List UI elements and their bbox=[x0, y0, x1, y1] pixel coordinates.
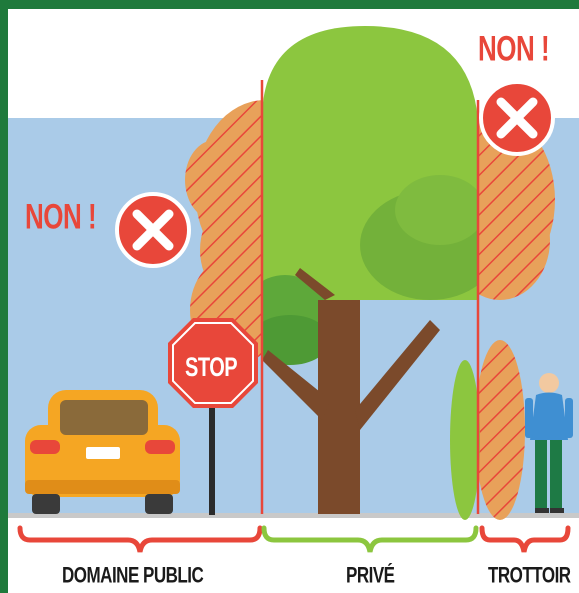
stop-sign-text: STOP bbox=[185, 353, 237, 384]
zone-label-public: DOMAINE PUBLIC bbox=[62, 563, 203, 589]
forbidden-icon-right bbox=[481, 82, 553, 154]
warning-left: NON ! bbox=[25, 196, 96, 238]
forbidden-icon-left bbox=[117, 194, 189, 266]
hedge-private bbox=[450, 360, 480, 520]
zone-label-sidewalk: TROTTOIR bbox=[488, 563, 571, 589]
zone-label-private: PRIVÉ bbox=[346, 563, 395, 589]
car bbox=[25, 390, 180, 514]
hedge-overhang bbox=[475, 340, 525, 520]
warning-right: NON ! bbox=[478, 28, 549, 70]
